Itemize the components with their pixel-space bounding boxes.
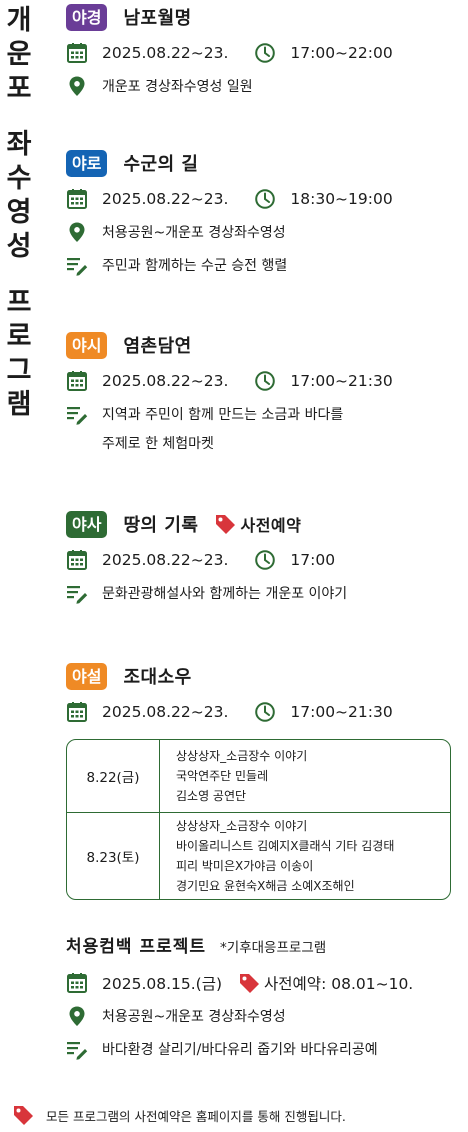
program-title: 수군의 길 bbox=[123, 154, 199, 175]
note-pencil-icon bbox=[66, 1038, 88, 1060]
title-char: 개 bbox=[6, 5, 32, 36]
project-place: 처용공원~개운포 경상좌수영성 bbox=[102, 1009, 286, 1025]
program-tag: 야로 bbox=[66, 149, 108, 177]
vertical-title: 개 운 포 좌 수 영 성 프 로 그 램 bbox=[0, 4, 38, 422]
clock-icon bbox=[254, 188, 276, 210]
program-tag: 야설 bbox=[66, 662, 108, 690]
calendar-icon bbox=[66, 701, 88, 723]
location-pin-icon bbox=[66, 75, 88, 97]
program-description: 지역과 주민이 함께 만드는 소금과 바다를 bbox=[102, 407, 344, 423]
program-date: 2025.08.22~23. bbox=[102, 190, 229, 208]
program-yaro: 야로 수군의 길 2025.08.22~23. 18:30~19:00 처용공원… bbox=[66, 148, 393, 277]
location-pin-icon bbox=[66, 221, 88, 243]
schedule-line: 국악연주단 민들레 bbox=[176, 769, 269, 783]
program-time: 17:00~22:00 bbox=[290, 44, 393, 62]
schedule-line: 상상상자_소금장수 이야기 bbox=[176, 819, 308, 833]
calendar-icon bbox=[66, 42, 88, 64]
title-char: 성 bbox=[6, 231, 32, 262]
program-time: 17:00 bbox=[290, 551, 336, 569]
program-yasa: 야사 땅의 기록 사전예약 2025.08.22~23. 17:00 문화관광해… bbox=[66, 509, 347, 605]
location-pin-icon bbox=[66, 1005, 88, 1027]
program-date: 2025.08.22~23. bbox=[102, 703, 229, 721]
program-tag: 야경 bbox=[66, 3, 108, 31]
calendar-icon bbox=[66, 972, 88, 994]
note-pencil-icon bbox=[66, 582, 88, 604]
project-date: 2025.08.15.(금) bbox=[102, 975, 223, 993]
program-date: 2025.08.22~23. bbox=[102, 44, 229, 62]
footer-text: 모든 프로그램의 사전예약은 홈페이지를 통해 진행됩니다. bbox=[46, 1108, 346, 1124]
calendar-icon bbox=[66, 370, 88, 392]
performance-schedule-table: 8.22(금) 상상상자_소금장수 이야기 국악연주단 민들레 김소영 공연단 … bbox=[66, 739, 451, 900]
schedule-date: 8.22(금) bbox=[67, 740, 160, 813]
program-place: 처용공원~개운포 경상좌수영성 bbox=[102, 225, 286, 241]
reservation-tag-icon bbox=[238, 972, 260, 994]
clock-icon bbox=[254, 42, 276, 64]
title-char: 좌 bbox=[6, 129, 32, 160]
program-description-cont: 주제로 한 체험마켓 bbox=[102, 436, 214, 452]
program-title: 땅의 기록 bbox=[123, 515, 199, 536]
project-title: 처용컴백 프로젝트 bbox=[66, 937, 207, 957]
program-place: 개운포 경상좌수영성 일원 bbox=[102, 79, 253, 95]
program-tag: 야시 bbox=[66, 331, 108, 359]
clock-icon bbox=[254, 701, 276, 723]
project-reservation: 사전예약: 08.01~10. bbox=[264, 975, 414, 993]
program-yagyeong: 야경 남포월명 2025.08.22~23. 17:00~22:00 개운포 경… bbox=[66, 2, 393, 98]
calendar-icon bbox=[66, 188, 88, 210]
clock-icon bbox=[254, 370, 276, 392]
title-char: 그 bbox=[6, 355, 32, 386]
program-yaseol: 야설 조대소우 2025.08.22~23. 17:00~21:30 bbox=[66, 661, 393, 724]
reservation-tag-icon bbox=[214, 513, 236, 535]
schedule-date: 8.23(토) bbox=[67, 813, 160, 899]
program-title: 염촌담연 bbox=[123, 336, 192, 357]
schedule-line: 김소영 공연단 bbox=[176, 789, 247, 803]
title-char: 로 bbox=[6, 321, 32, 352]
reservation-tag-icon bbox=[12, 1104, 34, 1126]
program-time: 18:30~19:00 bbox=[290, 190, 393, 208]
calendar-icon bbox=[66, 549, 88, 571]
title-char: 포 bbox=[6, 73, 32, 104]
reservation-badge: 사전예약 bbox=[240, 516, 302, 535]
schedule-line: 피리 박미은X가야금 이송이 bbox=[176, 859, 314, 873]
schedule-line: 바이올리니스트 김예지X클래식 기타 김경태 bbox=[176, 839, 395, 853]
program-description: 주민과 함께하는 수군 승전 행렬 bbox=[102, 258, 288, 274]
table-row: 8.22(금) 상상상자_소금장수 이야기 국악연주단 민들레 김소영 공연단 bbox=[67, 740, 450, 813]
program-time: 17:00~21:30 bbox=[290, 372, 393, 390]
title-char: 수 bbox=[6, 163, 32, 194]
schedule-line: 상상상자_소금장수 이야기 bbox=[176, 749, 308, 763]
program-date: 2025.08.22~23. bbox=[102, 372, 229, 390]
program-tag: 야사 bbox=[66, 510, 108, 538]
project-description: 바다환경 살리기/바다유리 줍기와 바다유리공예 bbox=[102, 1042, 378, 1058]
title-char: 램 bbox=[6, 389, 32, 420]
program-time: 17:00~21:30 bbox=[290, 703, 393, 721]
table-row: 8.23(토) 상상상자_소금장수 이야기 바이올리니스트 김예지X클래식 기타… bbox=[67, 813, 450, 899]
project-note: *기후대응프로그램 bbox=[220, 940, 327, 956]
title-char: 운 bbox=[6, 39, 32, 70]
program-title: 조대소우 bbox=[123, 667, 192, 688]
note-pencil-icon bbox=[66, 254, 88, 276]
title-char: 프 bbox=[6, 287, 32, 318]
program-date: 2025.08.22~23. bbox=[102, 551, 229, 569]
schedule-line: 경기민요 윤현숙X해금 소예X조해인 bbox=[176, 879, 355, 893]
clock-icon bbox=[254, 549, 276, 571]
project-details: 2025.08.15.(금) 사전예약: 08.01~10. 처용공원~개운포 … bbox=[66, 962, 413, 1061]
program-yasi: 야시 염촌담연 2025.08.22~23. 17:00~21:30 지역과 주… bbox=[66, 330, 393, 456]
title-char: 영 bbox=[6, 197, 32, 228]
note-pencil-icon bbox=[66, 403, 88, 425]
program-description: 문화관광해설사와 함께하는 개운포 이야기 bbox=[102, 586, 348, 602]
footer-notice: 모든 프로그램의 사전예약은 홈페이지를 통해 진행됩니다. bbox=[12, 1104, 346, 1126]
project-header: 처용컴백 프로젝트 *기후대응프로그램 bbox=[66, 932, 326, 957]
program-title: 남포월명 bbox=[123, 8, 192, 29]
